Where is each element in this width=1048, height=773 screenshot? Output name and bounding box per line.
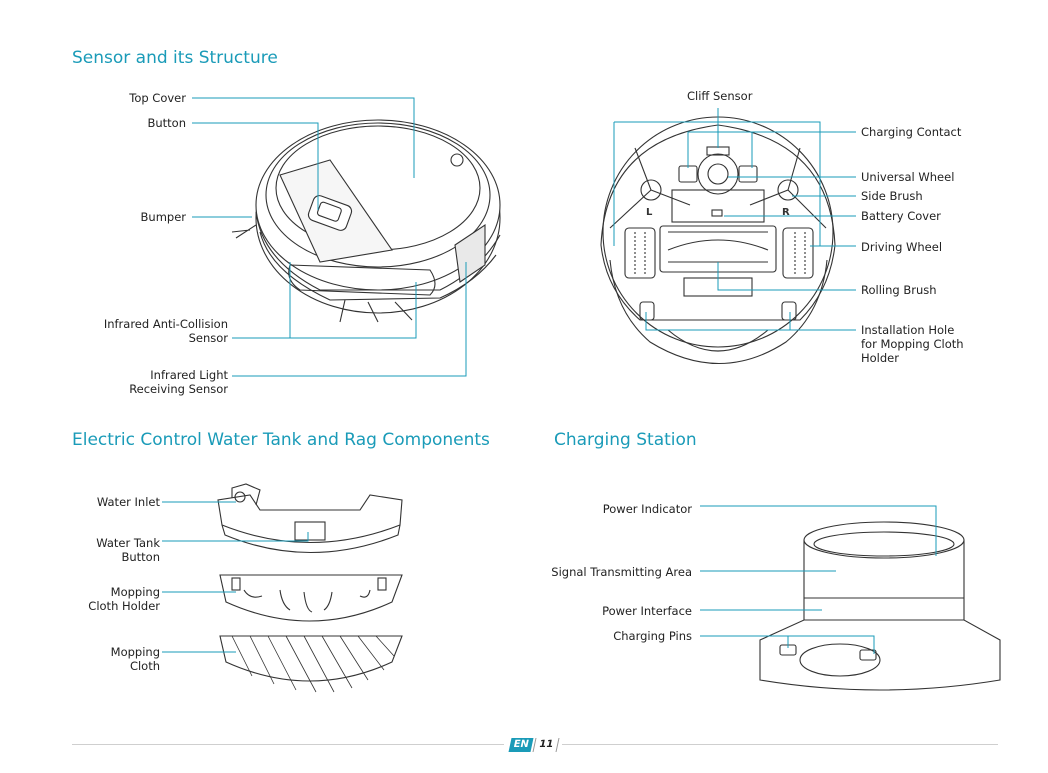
label-mopping-cloth-holder: Mopping Cloth Holder	[88, 585, 160, 613]
label-top-cover: Top Cover	[129, 91, 186, 105]
label-water-inlet: Water Inlet	[96, 495, 160, 509]
label-line: Sensor	[188, 331, 228, 345]
leader-lines	[162, 97, 937, 654]
right-mark: R	[782, 207, 790, 218]
label-infrared-light-receiving-sensor: Infrared Light Receiving Sensor	[129, 368, 228, 396]
label-line: for Mopping Cloth	[861, 337, 964, 351]
label-bumper: Bumper	[140, 210, 186, 224]
label-line: Mopping	[110, 585, 160, 599]
label-line: Holder	[861, 351, 899, 365]
label-infrared-anti-collision-sensor: Infrared Anti-Collision Sensor	[104, 317, 228, 345]
label-universal-wheel: Universal Wheel	[861, 170, 955, 184]
footer-divider-right	[562, 744, 998, 745]
label-charging-pins: Charging Pins	[613, 629, 692, 643]
section-title-water-tank: Electric Control Water Tank and Rag Comp…	[72, 430, 490, 450]
label-line: Infrared Light	[150, 368, 228, 382]
label-line: Receiving Sensor	[129, 382, 228, 396]
label-line: Button	[121, 550, 160, 564]
label-button: Button	[147, 116, 186, 130]
label-line: Infrared Anti-Collision	[103, 317, 228, 331]
label-side-brush: Side Brush	[861, 189, 923, 203]
footer-divider-left	[72, 744, 504, 745]
label-battery-cover: Battery Cover	[861, 209, 941, 223]
robot-top-view-illustration	[231, 119, 501, 323]
label-signal-transmitting-area: Signal Transmitting Area	[551, 565, 692, 579]
label-mopping-cloth: Mopping Cloth	[111, 645, 160, 673]
label-line: Water Tank	[96, 536, 160, 550]
label-power-indicator: Power Indicator	[602, 502, 692, 516]
label-line: Cloth Holder	[88, 599, 160, 613]
charging-station-illustration	[759, 521, 1001, 691]
label-cliff-sensor: Cliff Sensor	[687, 89, 753, 103]
section-title-sensor: Sensor and its Structure	[72, 48, 278, 68]
label-power-interface: Power Interface	[602, 604, 692, 618]
label-line: Installation Hole	[861, 323, 955, 337]
mopping-cloth-hatch	[231, 635, 395, 693]
label-line: Cloth	[129, 659, 160, 673]
left-mark: L	[646, 207, 653, 218]
water-tank-illustration	[217, 483, 403, 682]
label-installation-hole: Installation Hole for Mopping Cloth Hold…	[861, 323, 964, 365]
label-line: Mopping	[110, 645, 160, 659]
language-badge: EN	[508, 738, 534, 752]
page-number: 11	[532, 738, 560, 752]
robot-bottom-view-illustration	[600, 116, 836, 364]
label-charging-contact: Charging Contact	[861, 125, 962, 139]
label-driving-wheel: Driving Wheel	[861, 240, 943, 254]
label-water-tank-button: Water Tank Button	[96, 536, 160, 564]
section-title-charging-station: Charging Station	[554, 430, 697, 450]
label-rolling-brush: Rolling Brush	[861, 283, 937, 297]
